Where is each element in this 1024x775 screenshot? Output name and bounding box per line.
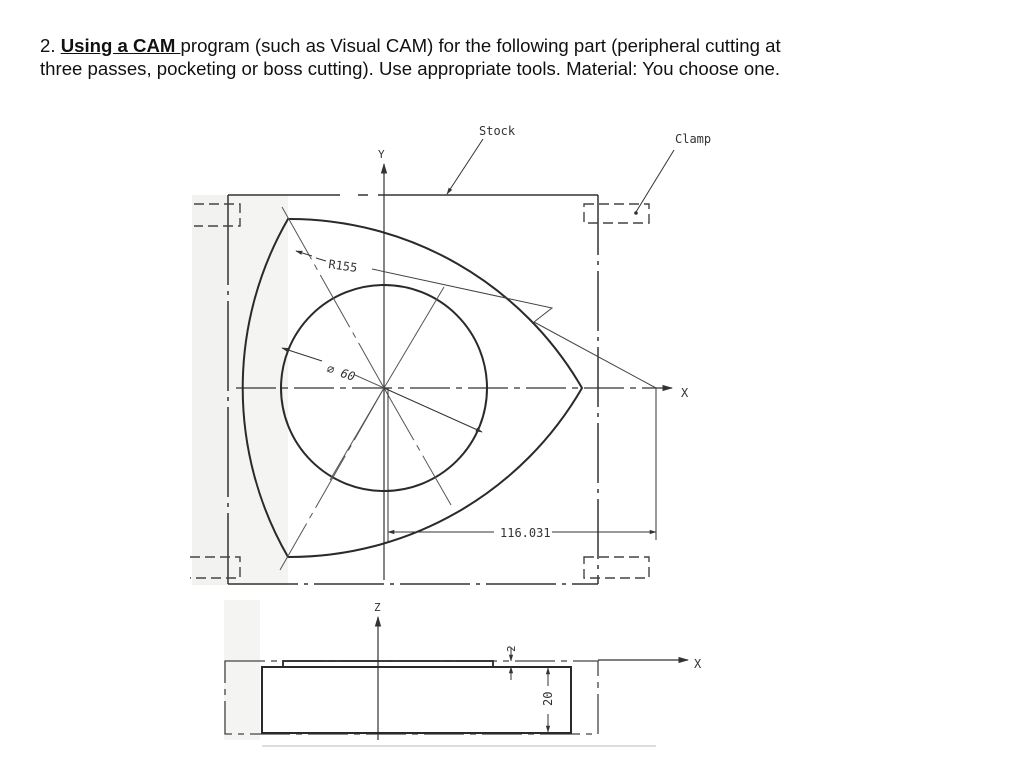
problem-statement: 2. Using a CAM program (such as Visual C… <box>40 34 1000 80</box>
side-boss <box>282 660 494 668</box>
paper-shade <box>192 195 228 585</box>
problem-line-2: three passes, pocketing or boss cutting)… <box>40 58 781 79</box>
offset-dimension-label: 116.031 <box>500 526 551 540</box>
problem-line-1-text: program (such as Visual CAM) for the fol… <box>180 35 781 56</box>
clamp-bottom-right <box>583 556 650 579</box>
stock-outline <box>227 194 599 585</box>
paper-shade <box>224 600 260 740</box>
triangle-profile <box>241 217 584 559</box>
stock-label: Stock <box>479 124 516 138</box>
axes <box>236 162 674 580</box>
clamp-top-left <box>194 203 241 227</box>
side-view: Z X 2 20 <box>224 600 702 747</box>
x-axis-label: X <box>681 386 689 400</box>
y-axis-label: Y <box>378 148 385 161</box>
side-part-body <box>261 666 572 734</box>
problem-number: 2. <box>40 35 56 56</box>
clamp-bottom-left <box>190 556 241 579</box>
offset-dimension <box>387 388 657 542</box>
problem-line-1: 2. Using a CAM program (such as Visual C… <box>40 34 1000 57</box>
side-x-axis-label: X <box>694 657 702 671</box>
problem-emphasis: Using a CAM <box>60 35 181 56</box>
clamp-top-right <box>583 203 650 224</box>
z-axis-label: Z <box>374 601 381 614</box>
r155-leader <box>295 250 313 257</box>
stock-leader <box>446 138 484 195</box>
clamp-leader <box>635 149 675 213</box>
clamp-label: Clamp <box>675 132 711 146</box>
top-view: Y X R155 ⌀ 60 116 <box>190 124 711 585</box>
r155-extension-leader <box>371 268 657 389</box>
diameter-leader-2 <box>383 387 483 433</box>
pocket-circle <box>280 284 488 492</box>
diameter-label: ⌀ 60 <box>325 362 357 384</box>
clamp-leader-dot <box>634 211 638 215</box>
diameter-leader <box>281 347 323 362</box>
part-height-label: 20 <box>541 692 555 706</box>
paper-shade <box>228 195 288 585</box>
boss-height-label: 2 <box>505 645 518 652</box>
r155-label: R155 <box>328 257 359 275</box>
construction-lines <box>279 206 452 571</box>
